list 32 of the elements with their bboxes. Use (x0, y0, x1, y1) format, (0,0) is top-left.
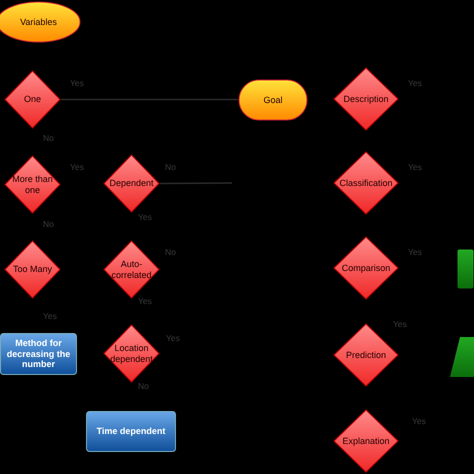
decision-diamond: Dependent (103, 154, 160, 213)
trapezoid-box (450, 337, 474, 377)
branch-label: Yes (408, 162, 422, 172)
branch-label: Yes (70, 78, 84, 88)
branch-label: Yes (43, 311, 57, 321)
process-box: Time dependent (86, 411, 176, 452)
branch-label: Yes (166, 333, 180, 343)
branch-label: No (43, 133, 54, 143)
decision-diamond: More than one (4, 155, 61, 214)
branch-label: Yes (138, 212, 152, 222)
process-box (457, 249, 474, 289)
process-box: Method for decreasing the number (0, 333, 77, 375)
branch-label: Yes (138, 296, 152, 306)
decision-diamond: Location dependent (103, 324, 160, 383)
connector-line (61, 98, 238, 100)
decision-diamond: Auto-correlated (103, 240, 160, 299)
decision-diamond: One (4, 70, 61, 129)
branch-label: No (43, 219, 54, 229)
branch-label: Yes (408, 78, 422, 88)
decision-diamond: Description (333, 67, 399, 131)
branch-label: No (165, 247, 176, 257)
branch-label: Yes (408, 247, 422, 257)
connector-line (160, 182, 232, 184)
branch-label: Yes (70, 162, 84, 172)
branch-label: Yes (412, 416, 426, 426)
decision-diamond: Too Many (4, 240, 61, 299)
branch-label: No (165, 162, 176, 172)
decision-diamond: Comparison (333, 236, 399, 300)
branch-label: No (138, 381, 149, 391)
decision-diamond: Classification (333, 151, 399, 215)
terminal-box: Goal (238, 79, 308, 121)
decision-diamond: Explanation (333, 409, 399, 473)
